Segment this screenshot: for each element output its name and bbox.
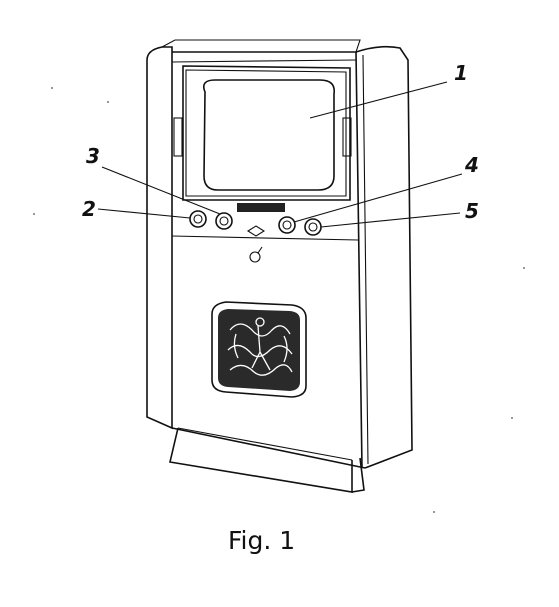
callout-4: 4 <box>464 153 479 177</box>
leader-3 <box>101 166 221 215</box>
screen-bezel <box>182 65 351 201</box>
speaker-grille <box>211 301 307 398</box>
knob-2 <box>189 210 207 228</box>
callout-5: 5 <box>465 199 479 223</box>
leader-lines <box>97 81 463 228</box>
leader-1 <box>309 81 448 119</box>
knob-4 <box>278 216 296 234</box>
callout-1: 1 <box>454 61 468 85</box>
knob-5 <box>304 218 322 236</box>
brand-plate <box>237 203 285 212</box>
control-panel <box>171 210 359 263</box>
knob-3 <box>215 212 233 230</box>
screen-frame <box>173 65 352 212</box>
ornament-panel <box>218 309 300 391</box>
left-side-panel <box>146 46 173 430</box>
keyhole <box>249 251 261 263</box>
screen <box>202 79 336 191</box>
right-side-panel <box>355 45 413 469</box>
left-bracket <box>173 117 183 157</box>
cabinet-body <box>146 39 413 469</box>
leader-5 <box>320 212 461 228</box>
callout-3: 3 <box>86 144 100 168</box>
scan-specks <box>33 87 525 513</box>
callout-2: 2 <box>82 197 96 221</box>
leader-4 <box>293 173 463 223</box>
cabinet-base <box>169 427 365 493</box>
leader-2 <box>97 208 191 219</box>
right-bracket <box>342 117 352 157</box>
center-emblem <box>246 225 266 237</box>
figure-caption: Fig. 1 <box>228 526 295 555</box>
